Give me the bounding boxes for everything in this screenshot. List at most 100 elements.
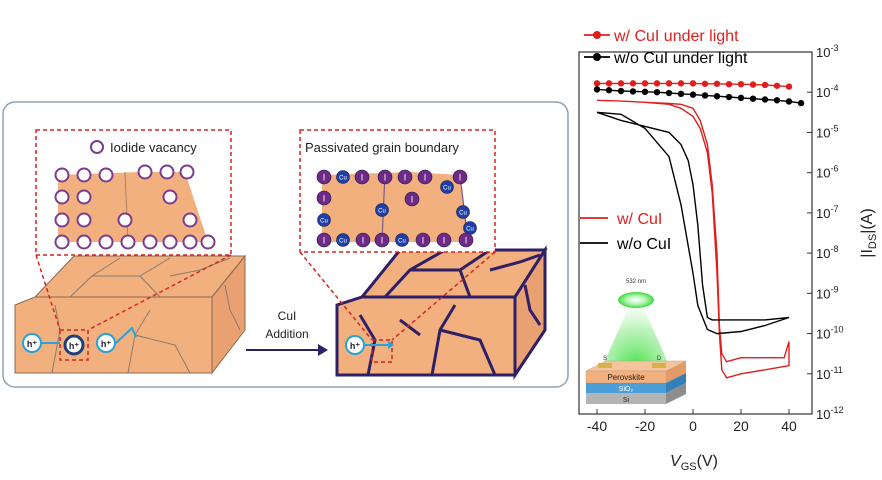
- vacancy-legend-label: Iodide vacancy: [110, 140, 197, 155]
- iodide-vacancy-icon: [76, 189, 92, 205]
- hole-arrow-head: [388, 341, 394, 349]
- iodide-atom-icon: [404, 191, 420, 207]
- iodide-atom-icon: [316, 232, 332, 248]
- layer-label-sio2: SiO₂: [619, 386, 634, 393]
- iodide-atom-label: I: [384, 173, 387, 183]
- iodide-vacancy-icon: [162, 189, 178, 205]
- iodide-atom-icon: [377, 169, 393, 185]
- x-axis-label: VGS(V): [670, 453, 718, 473]
- iodide-atom-icon: [415, 232, 431, 248]
- left-block-side: [211, 254, 246, 375]
- data-point: [641, 88, 649, 96]
- data-point: [785, 98, 793, 105]
- data-point: [725, 93, 733, 101]
- cu-atom-icon: [336, 233, 350, 247]
- left-grain-line: [124, 171, 129, 243]
- right-zoom-connector: [299, 251, 373, 341]
- laser-spot: [618, 292, 654, 308]
- hole-label: h⁺: [101, 339, 111, 349]
- data-point: [641, 80, 649, 87]
- iodide-atom-icon: [354, 169, 370, 185]
- legend-label-red: w/ CuI: [616, 211, 662, 228]
- x-tick-label: -40: [587, 418, 607, 434]
- cu-atom-icon: [375, 203, 389, 217]
- chart-series-group: [593, 80, 805, 379]
- legend-marker-red-light: [593, 31, 601, 39]
- data-point: [701, 80, 709, 87]
- source-label: S: [603, 356, 607, 362]
- data-point: [629, 88, 637, 95]
- iodide-atom-label: I: [323, 194, 326, 204]
- data-point: [701, 92, 709, 99]
- iodide-vacancy-icon: [179, 164, 195, 180]
- iodide-vacancy-icon: [54, 234, 70, 250]
- schematic-panel: Iodide vacancy CuI Addition: [2, 101, 569, 388]
- data-point: [629, 80, 637, 87]
- data-point: [605, 80, 613, 87]
- data-point: [677, 90, 685, 98]
- electrode-drain: [652, 363, 666, 368]
- iodide-atom-label: I: [443, 236, 446, 246]
- data-point: [653, 89, 661, 96]
- iodide-atom-icon: [316, 190, 332, 206]
- iodide-vacancy-icon: [76, 234, 92, 250]
- iodide-atom-label: I: [424, 173, 427, 183]
- iodide-atom-label: I: [422, 236, 425, 246]
- hole-label: h⁺: [27, 339, 37, 349]
- hole-icon: [63, 334, 85, 356]
- hole-label: h⁺: [69, 341, 79, 351]
- data-point: [593, 80, 601, 87]
- data-point: [689, 80, 697, 87]
- passivated-label: Passivated grain boundary: [305, 140, 459, 155]
- cu-atom-icon: [336, 170, 350, 184]
- iodide-atom-label: I: [411, 195, 414, 205]
- x-tick-label: 40: [781, 418, 797, 434]
- iodide-atom-label: I: [381, 236, 384, 246]
- laser-beam: [600, 290, 672, 372]
- legend-label-black: w/o CuI: [616, 236, 671, 253]
- data-point: [617, 80, 625, 87]
- iodide-vacancy-icon: [54, 189, 70, 205]
- data-point: [737, 94, 745, 102]
- y-tick-label: 10-9: [816, 284, 838, 301]
- data-point: [749, 95, 757, 102]
- layer-sio2: [586, 383, 666, 393]
- iodide-atom-icon: [452, 169, 468, 185]
- iodide-atom-icon: [374, 232, 390, 248]
- iodide-atom-icon: [397, 169, 413, 185]
- legend-label-black-light: w/o CuI under light: [613, 50, 748, 67]
- data-point: [785, 83, 793, 90]
- laser-label: 532 nm: [626, 279, 646, 285]
- left-highlight-box: [59, 329, 89, 361]
- data-point: [749, 81, 757, 88]
- iodide-vacancy-icon: [137, 164, 153, 180]
- iodide-vacancy-icon: [98, 167, 114, 183]
- data-point: [773, 97, 781, 104]
- data-point: [737, 80, 745, 88]
- iodide-vacancy-icon: [54, 212, 70, 228]
- left-block-front: [14, 296, 213, 374]
- legend-top: w/ CuI under light w/o CuI under light: [584, 28, 748, 67]
- chart-plot-frame: [578, 51, 813, 415]
- y-tick-label: 10-12: [816, 405, 843, 422]
- holes-right: h⁺: [345, 335, 394, 355]
- iodide-atom-icon: [316, 169, 332, 185]
- arrow-head: [318, 344, 328, 356]
- data-point: [653, 80, 661, 87]
- iodide-atom-icon: [355, 232, 371, 248]
- legend-mid: w/ CuI w/o CuI: [580, 211, 671, 253]
- data-point: [713, 93, 721, 100]
- cu-atom-label: Cu: [398, 239, 406, 245]
- iodide-atom-label: I: [323, 236, 326, 246]
- data-point: [665, 80, 673, 87]
- layer-sio2-side: [666, 373, 686, 393]
- iodide-vacancy-icon: [142, 234, 158, 250]
- holes-left: h⁺ h⁺ h⁺: [22, 326, 137, 356]
- vacancy-legend-icon: [90, 140, 104, 154]
- iodide-vacancy-icon: [54, 167, 70, 183]
- left-perovskite-block: [14, 254, 247, 375]
- cu-atom-icon: [456, 205, 470, 219]
